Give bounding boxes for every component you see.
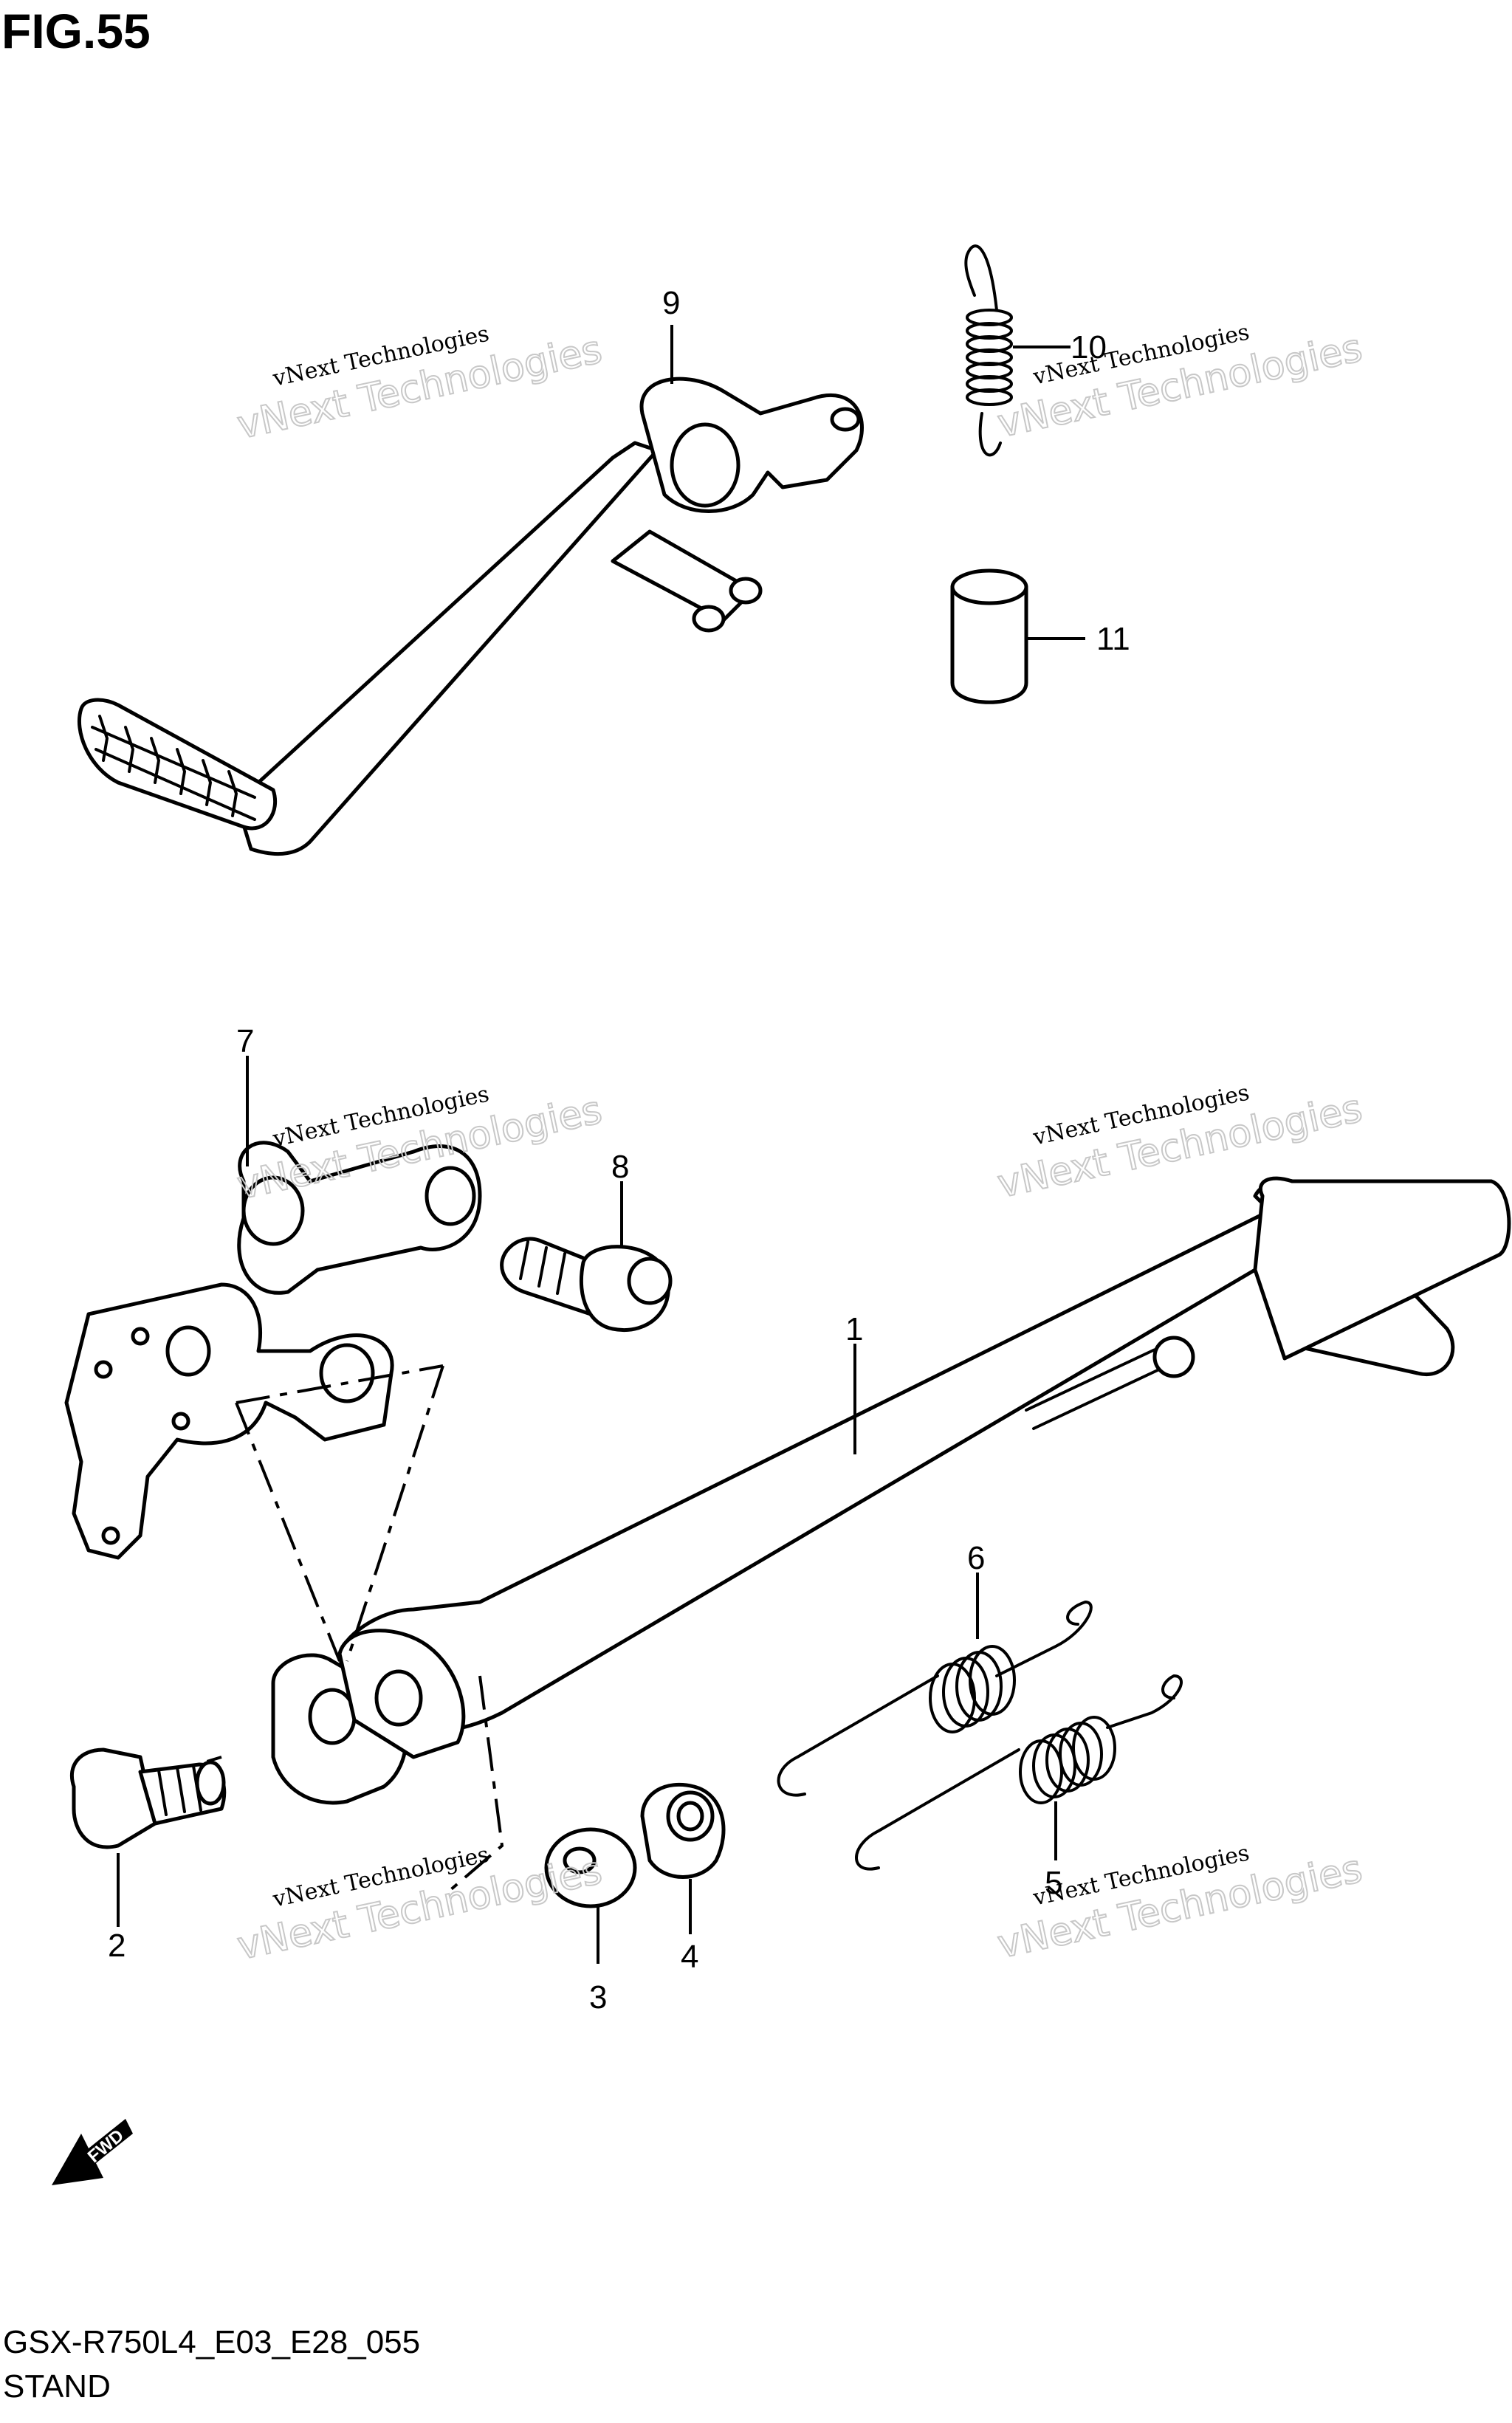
callout-1: 1 [845, 1311, 863, 1347]
model-code: GSX-R750L4_E03_E28_055 [3, 2324, 421, 2360]
callout-8: 8 [611, 1149, 629, 1185]
callout-2: 2 [108, 1928, 126, 1964]
callout-6: 6 [967, 1540, 985, 1576]
collar-part-11 [950, 568, 1085, 704]
spring-part-6 [777, 1573, 1093, 1797]
callout-3: 3 [589, 1979, 607, 2015]
callout-11: 11 [1096, 621, 1130, 657]
brake-pedal-part-9 [77, 377, 864, 856]
fwd-arrow-icon: FWD [52, 2119, 133, 2185]
side-stand-part-1 [271, 1176, 1511, 1805]
callout-9: 9 [662, 285, 680, 321]
callout-10: 10 [1071, 329, 1107, 365]
spring-part-10 [964, 244, 1071, 457]
spring-part-5 [855, 1674, 1183, 1871]
washer-part-3 [544, 1827, 637, 1964]
callout-5: 5 [1045, 1865, 1062, 1901]
bolt-part-8 [500, 1181, 673, 1332]
nut-part-4 [640, 1782, 726, 1934]
diagram-caption: STAND [3, 2368, 111, 2405]
callout-4: 4 [681, 1939, 698, 1975]
pivot-bolt-part-2 [69, 1747, 227, 1927]
bracket-part-7 [64, 1141, 482, 1560]
callout-7: 7 [236, 1023, 254, 1059]
figure-title: FIG.55 [1, 4, 151, 58]
